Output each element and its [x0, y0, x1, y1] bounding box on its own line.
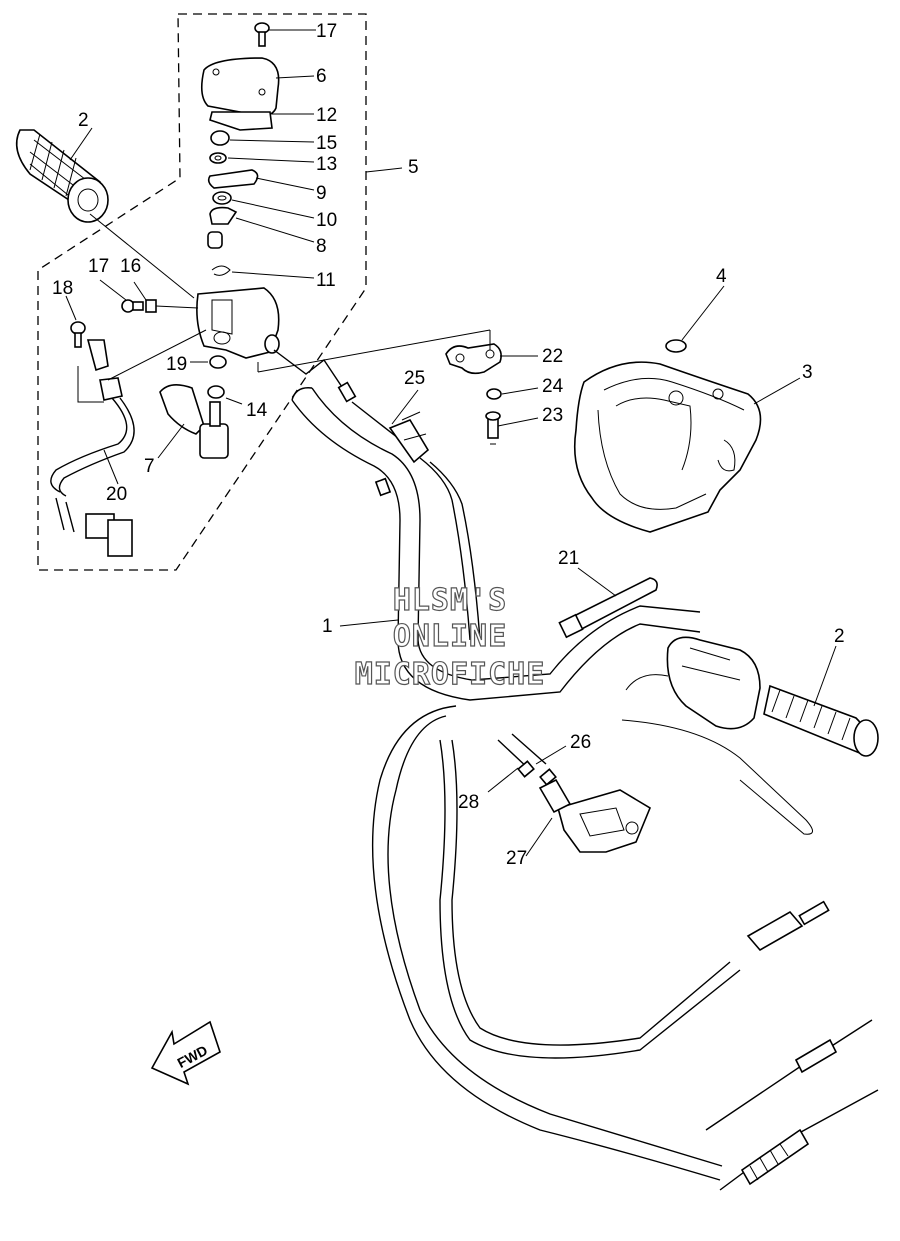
clamp-22-24-23 [257, 329, 502, 445]
callout-9: 9 [316, 183, 327, 204]
callout-16: 16 [120, 256, 141, 277]
callout-13: 13 [316, 154, 337, 175]
callout-8: 8 [316, 236, 327, 257]
callout-3: 3 [802, 362, 813, 383]
callout-27: 27 [506, 848, 527, 869]
callout-20: 20 [106, 484, 127, 505]
screw-17-top [254, 22, 270, 47]
callout-22: 22 [542, 346, 563, 367]
leader-lines-left [65, 29, 403, 485]
callout-11: 11 [316, 270, 336, 291]
callout-24: 24 [542, 376, 564, 397]
gasket-12 [209, 111, 273, 131]
washers-19-14 [207, 355, 227, 399]
callout-12: 12 [316, 105, 337, 126]
callout-15: 15 [316, 133, 337, 154]
callout-28: 28 [458, 792, 479, 813]
handlebar-1 [291, 387, 701, 701]
callout-2-right: 2 [834, 626, 845, 647]
watermark-line-1: HLSM'S [393, 583, 507, 618]
throttle-lever-7 [159, 384, 229, 459]
callout-17-side: 17 [88, 256, 109, 277]
callout-1: 1 [322, 616, 333, 637]
leader-lines-right [339, 285, 837, 857]
callout-2-left: 2 [78, 110, 89, 131]
grip-cover-3 [573, 339, 762, 533]
washer-stack [207, 130, 259, 276]
callout-17-top: 17 [316, 21, 337, 42]
throttle-cover-6 [200, 57, 280, 117]
screw-17-16-side [121, 299, 157, 313]
switch-wire-20 [50, 321, 135, 557]
callout-23: 23 [542, 405, 563, 426]
watermark: HLSM'S ONLINE MICROFICHE [354, 582, 546, 692]
callout-7: 7 [144, 456, 155, 477]
callout-6: 6 [316, 66, 327, 87]
watermark-line-2: ONLINE [393, 619, 507, 654]
callout-5: 5 [408, 157, 419, 178]
right-grip-assembly [621, 636, 879, 835]
callout-4: 4 [716, 266, 727, 287]
left-grip [15, 129, 109, 223]
lower-cables [371, 705, 879, 1191]
throttle-cable-25 [273, 349, 481, 641]
callout-14: 14 [246, 400, 268, 421]
assembly-boundary-box [37, 13, 367, 571]
throttle-housing [196, 287, 280, 359]
callout-26: 26 [570, 732, 591, 753]
forward-direction-arrow: FWD [150, 1020, 221, 1086]
cable-tie-21 [558, 577, 658, 639]
callout-labels: 17 6 12 15 13 5 9 10 8 11 2 17 16 18 19 … [52, 21, 845, 869]
callout-19: 19 [166, 354, 187, 375]
callout-25: 25 [404, 368, 425, 389]
callout-18: 18 [52, 278, 73, 299]
watermark-line-3: MICROFICHE [355, 657, 546, 692]
callout-21: 21 [558, 548, 579, 569]
callout-10: 10 [316, 210, 337, 231]
